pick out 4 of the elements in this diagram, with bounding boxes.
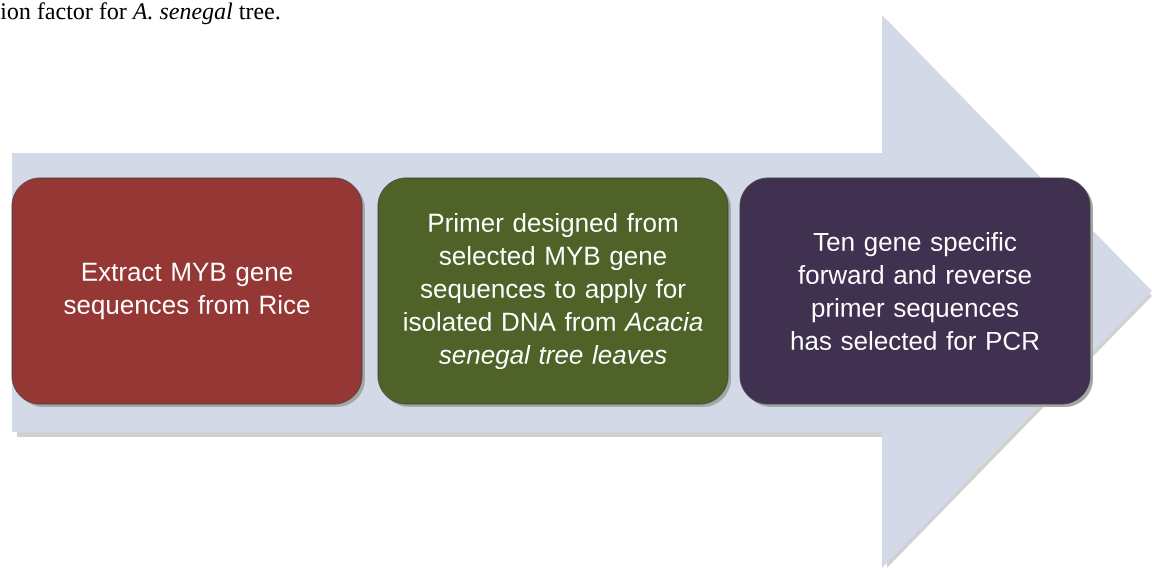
process-box: Ten gene specific forward and reverse primer sequences has selected for PCR	[739, 177, 1091, 405]
process-box: Primer designed from selected MYB gene sequences to apply for isolated DNA from Acacia senegal tree leaves	[377, 177, 729, 405]
process-box: Extract MYB gene sequences from Rice	[11, 177, 363, 405]
caption-text: ion factor for A. senegal tree.	[0, 2, 280, 25]
